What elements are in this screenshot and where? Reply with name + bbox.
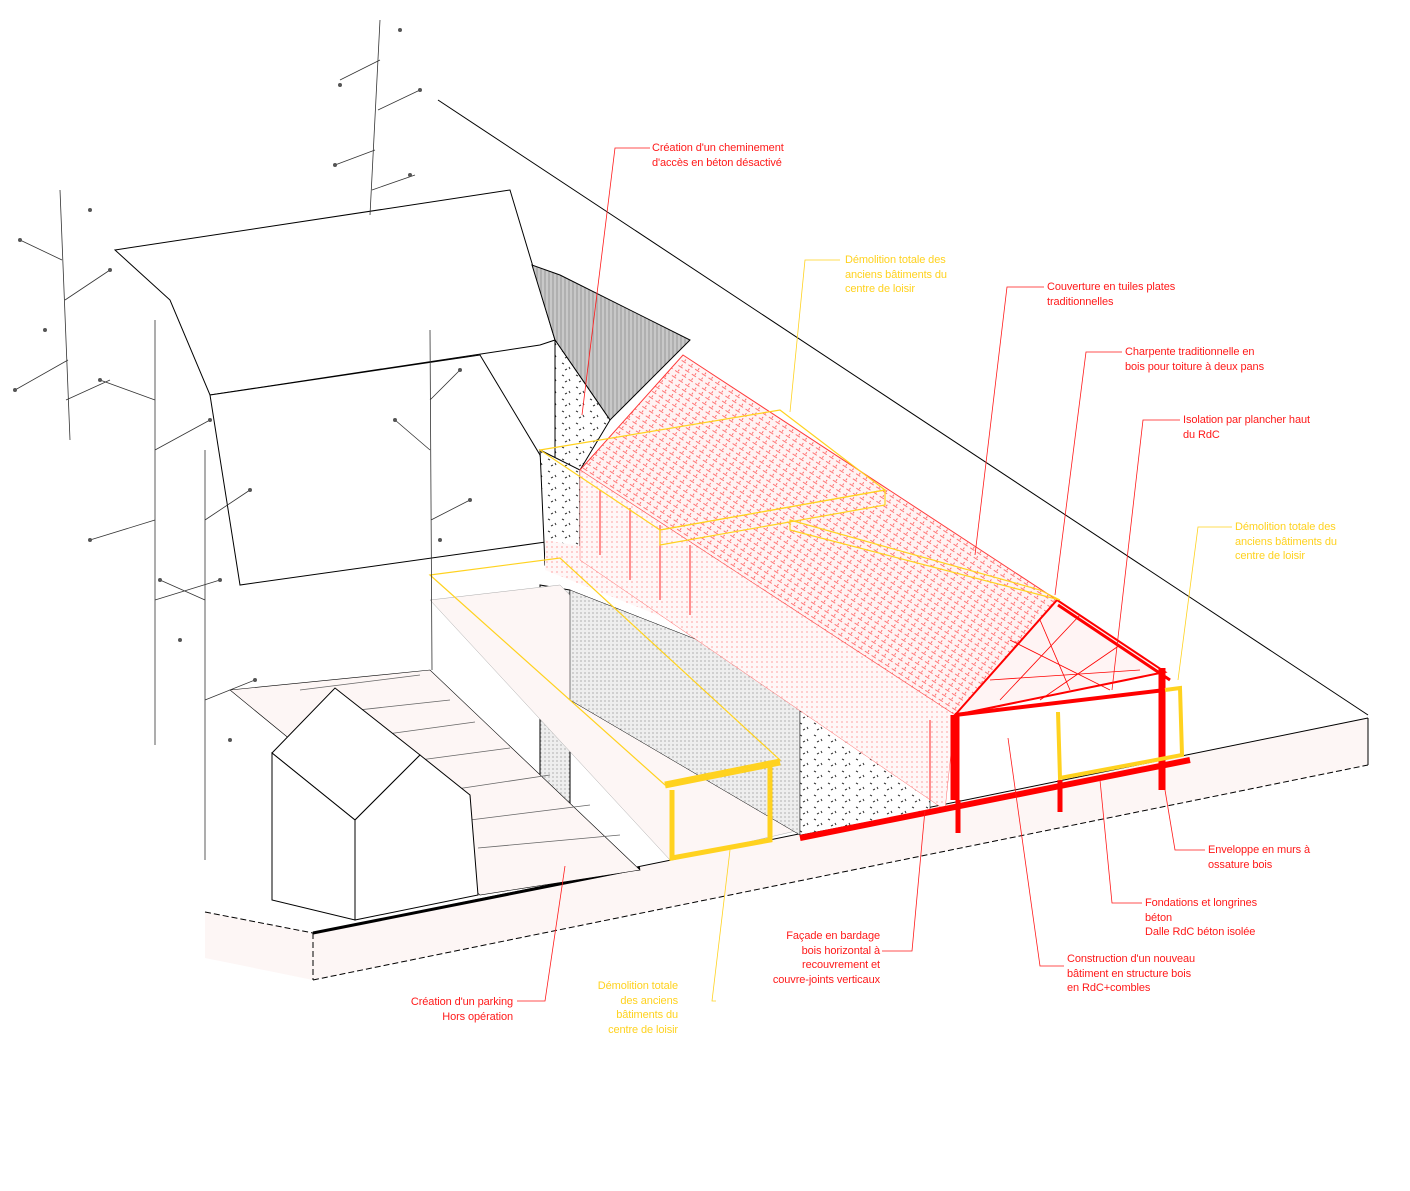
annotation-demolition-right: Démolition totale des anciens bâtiments … bbox=[1235, 521, 1337, 562]
annotation-isolation: Isolation par plancher haut du RdC bbox=[1183, 414, 1310, 441]
annotation-couverture: Couverture en tuiles plates traditionnel… bbox=[1047, 281, 1176, 308]
annotation-charpente: Charpente traditionnelle en bois pour to… bbox=[1125, 346, 1264, 373]
small-house bbox=[271, 687, 479, 921]
annotation-demolition-top: Démolition totale des anciens bâtiments … bbox=[845, 254, 947, 295]
new-building-section bbox=[799, 598, 1191, 841]
annotation-fondations: Fondations et longrines béton Dalle RdC … bbox=[1145, 897, 1258, 938]
new-building-roof bbox=[579, 354, 1058, 811]
leader-lines bbox=[517, 147, 1232, 1002]
tree-foliage bbox=[13, 28, 472, 742]
existing-buildings bbox=[113, 189, 691, 836]
annotation-demolition-bottom: Démolition totale des anciens bâtiments … bbox=[597, 980, 678, 1036]
demolition-outlines bbox=[428, 409, 1185, 862]
annotation-enveloppe: Enveloppe en murs à ossature bois bbox=[1208, 844, 1311, 871]
annotation-parking: Création d'un parking Hors opération bbox=[410, 996, 513, 1023]
annotation-facade: Façade en bardage bois horizontal à reco… bbox=[772, 930, 880, 986]
annotation-construction: Construction d'un nouveau bâtiment en st… bbox=[1067, 953, 1196, 994]
trees bbox=[14, 19, 471, 860]
annotation-cheminement: Création d'un cheminement d'accès en bét… bbox=[652, 142, 784, 169]
